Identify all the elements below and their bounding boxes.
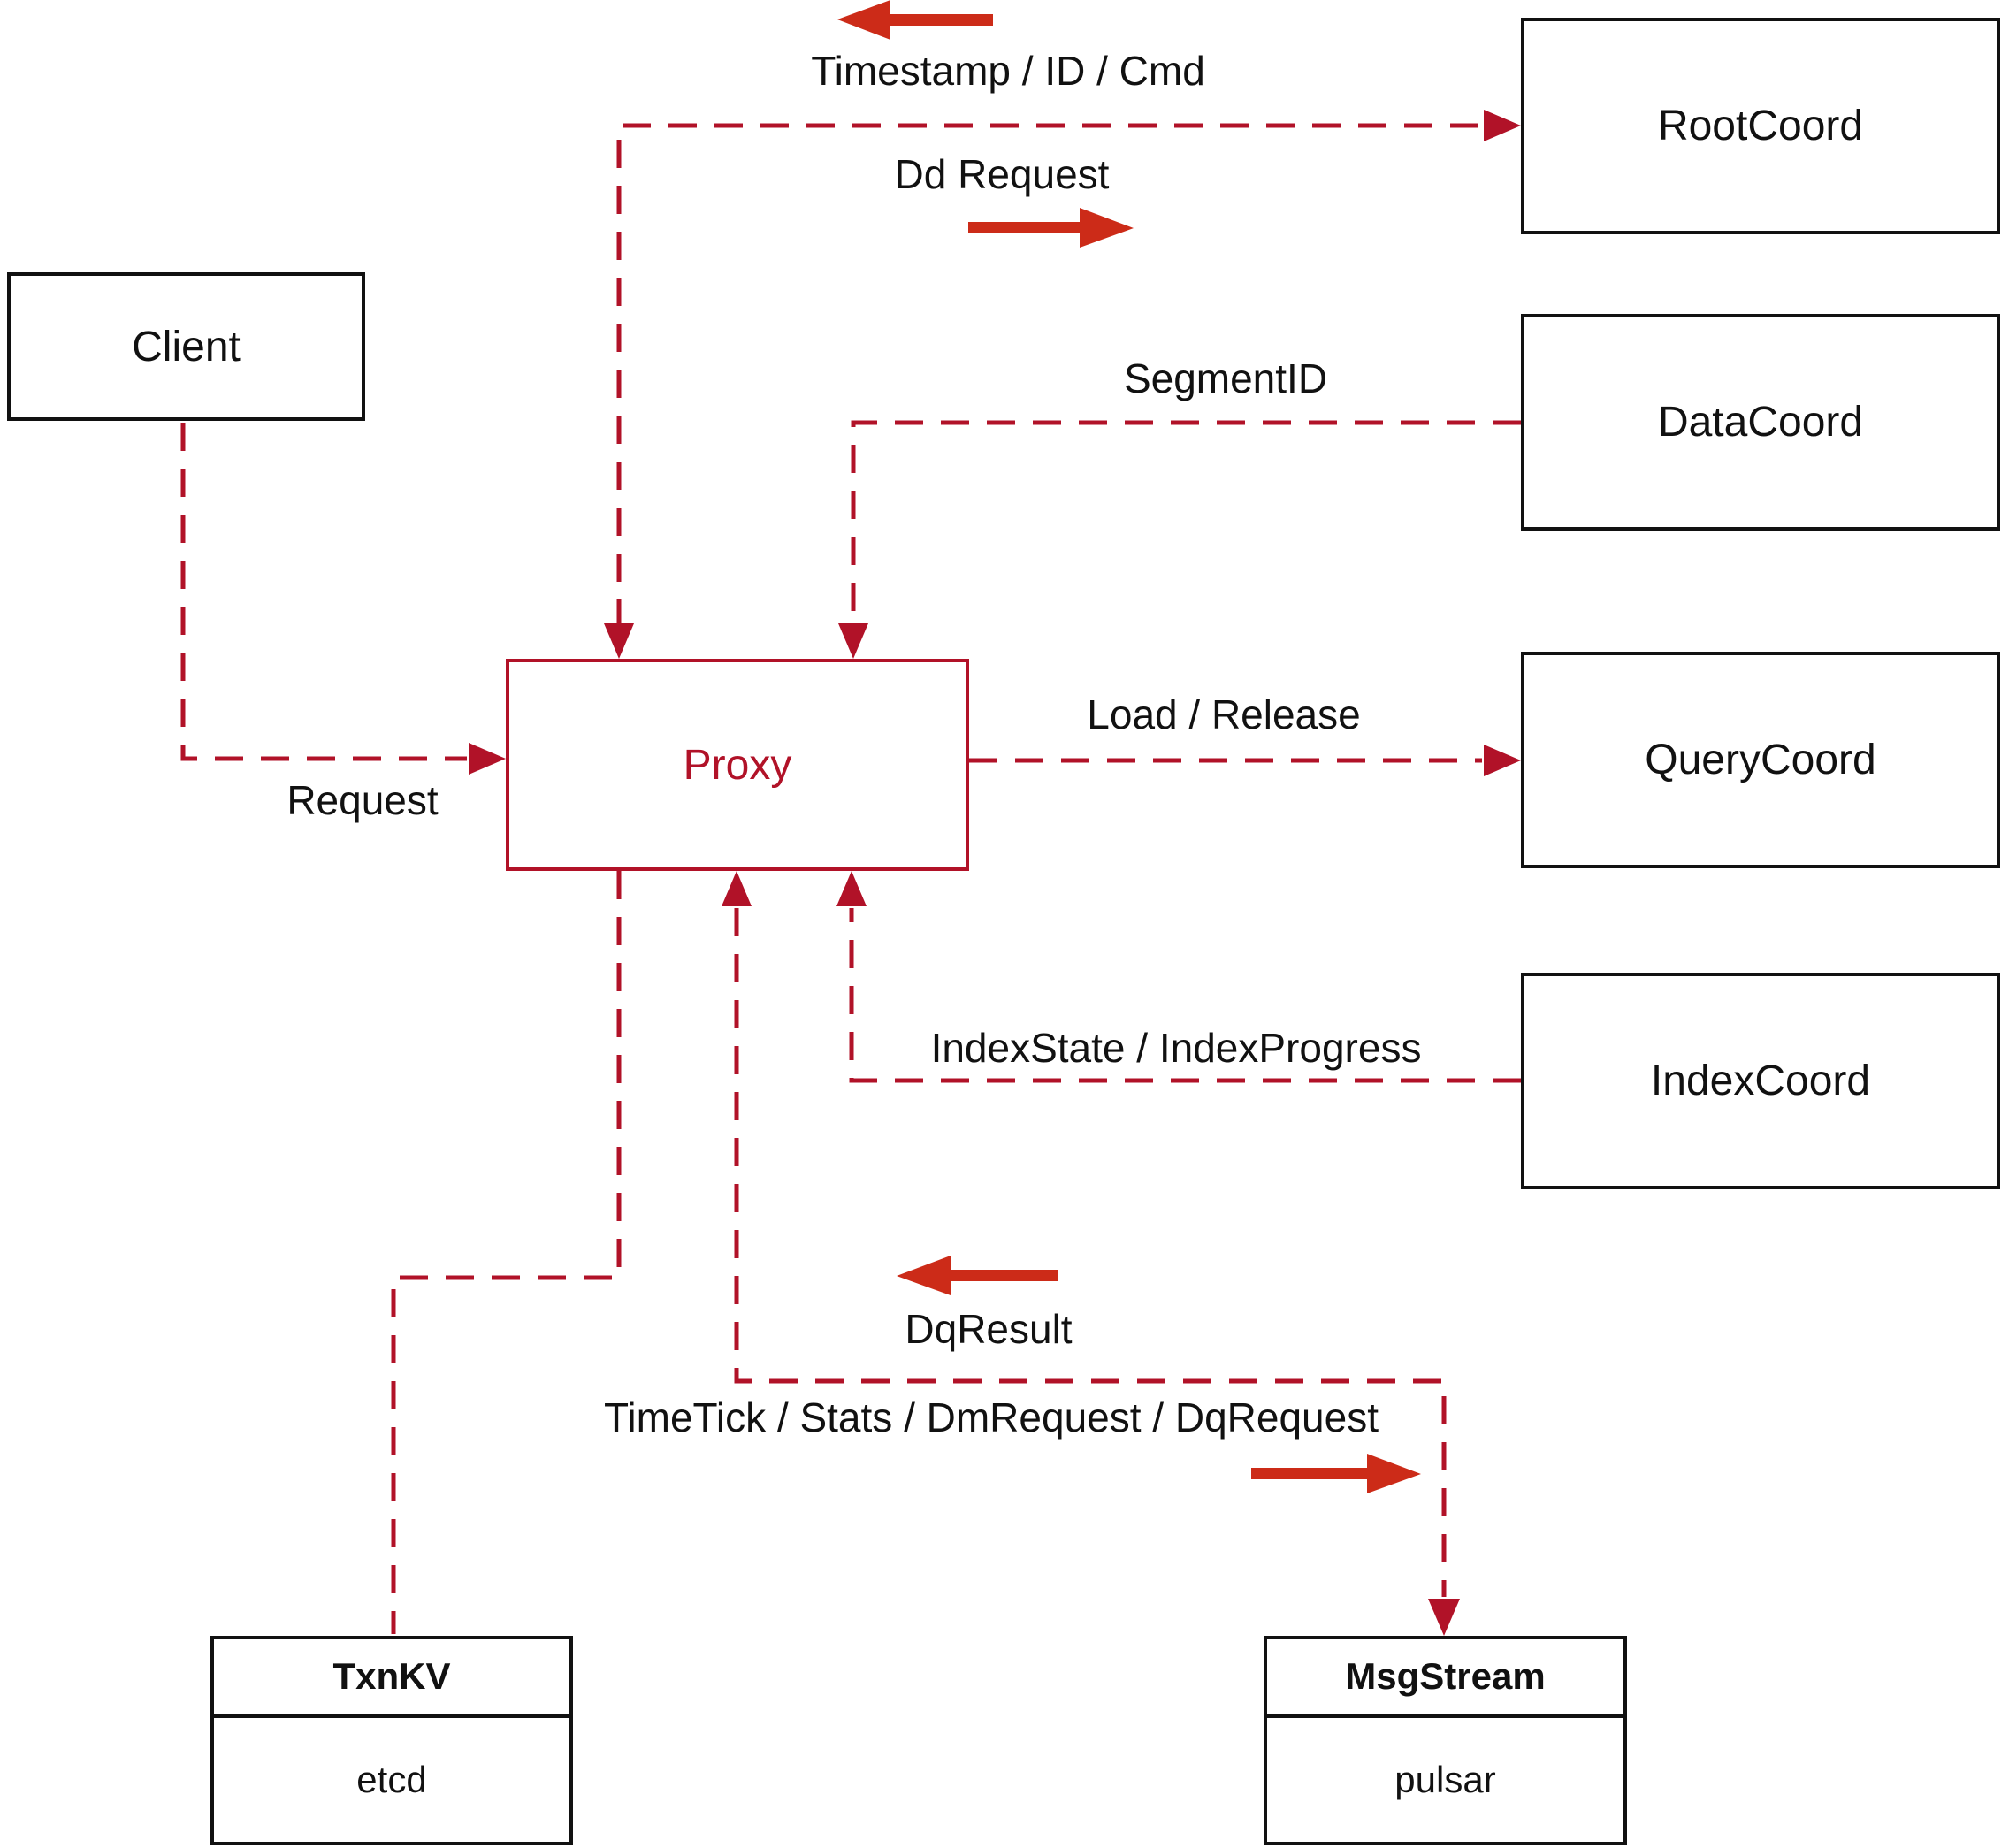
arrowhead-into-proxy-top-right — [838, 623, 868, 659]
proxy-node-label: Proxy — [683, 741, 792, 789]
timestamp-direction-arrow-left — [837, 0, 993, 40]
txnkv-node-title: TxnKV — [214, 1639, 569, 1718]
indexcoord-node: IndexCoord — [1521, 973, 2000, 1189]
label-request: Request — [286, 777, 439, 823]
indexcoord-proxy-connector — [849, 908, 1521, 1083]
label-dq-result: DqResult — [905, 1306, 1073, 1352]
querycoord-node: QueryCoord — [1521, 652, 2000, 868]
txnkv-node: TxnKV etcd — [210, 1636, 573, 1845]
arrowhead-into-querycoord — [1484, 745, 1521, 776]
label-timestamp-id-cmd: Timestamp / ID / Cmd — [811, 48, 1205, 94]
arrowhead-into-rootcoord — [1484, 110, 1521, 141]
label-load-release: Load / Release — [1087, 691, 1361, 737]
proxy-txnkv-connector — [391, 871, 622, 1634]
datacoord-proxy-connector — [851, 420, 1521, 628]
label-segment-id: SegmentID — [1123, 355, 1328, 401]
msgstream-node: MsgStream pulsar — [1264, 1636, 1627, 1845]
client-proxy-connector — [180, 423, 467, 761]
client-node-label: Client — [132, 323, 241, 370]
arrowhead-into-proxy-left — [469, 743, 506, 775]
timetick-direction-arrow-right — [1251, 1454, 1421, 1493]
indexcoord-node-label: IndexCoord — [1650, 1058, 1871, 1104]
client-node: Client — [7, 272, 365, 421]
arrowhead-into-msgstream — [1428, 1599, 1460, 1636]
msgstream-node-title: MsgStream — [1267, 1639, 1623, 1718]
rootcoord-node: RootCoord — [1521, 18, 2000, 234]
arrowhead-into-proxy-bottom-center — [722, 871, 752, 906]
dd-request-direction-arrow-right — [968, 208, 1134, 248]
label-index-state-progress: IndexState / IndexProgress — [930, 1025, 1422, 1071]
label-timetick-stats: TimeTick / Stats / DmRequest / DqRequest — [604, 1394, 1379, 1440]
proxy-node: Proxy — [506, 659, 969, 871]
dqresult-direction-arrow-left — [897, 1256, 1058, 1295]
querycoord-node-label: QueryCoord — [1645, 737, 1876, 783]
datacoord-node-label: DataCoord — [1657, 399, 1864, 446]
proxy-rootcoord-connector — [616, 123, 1482, 628]
rootcoord-node-label: RootCoord — [1657, 103, 1864, 149]
label-dd-request: Dd Request — [894, 151, 1110, 197]
arrowhead-into-proxy-top-left — [604, 623, 634, 659]
datacoord-node: DataCoord — [1521, 314, 2000, 531]
proxy-msgstream-connector — [734, 908, 1447, 1597]
txnkv-node-subtitle: etcd — [356, 1759, 427, 1800]
msgstream-node-subtitle: pulsar — [1394, 1759, 1496, 1800]
arrowhead-into-proxy-bottom-right — [836, 871, 867, 906]
